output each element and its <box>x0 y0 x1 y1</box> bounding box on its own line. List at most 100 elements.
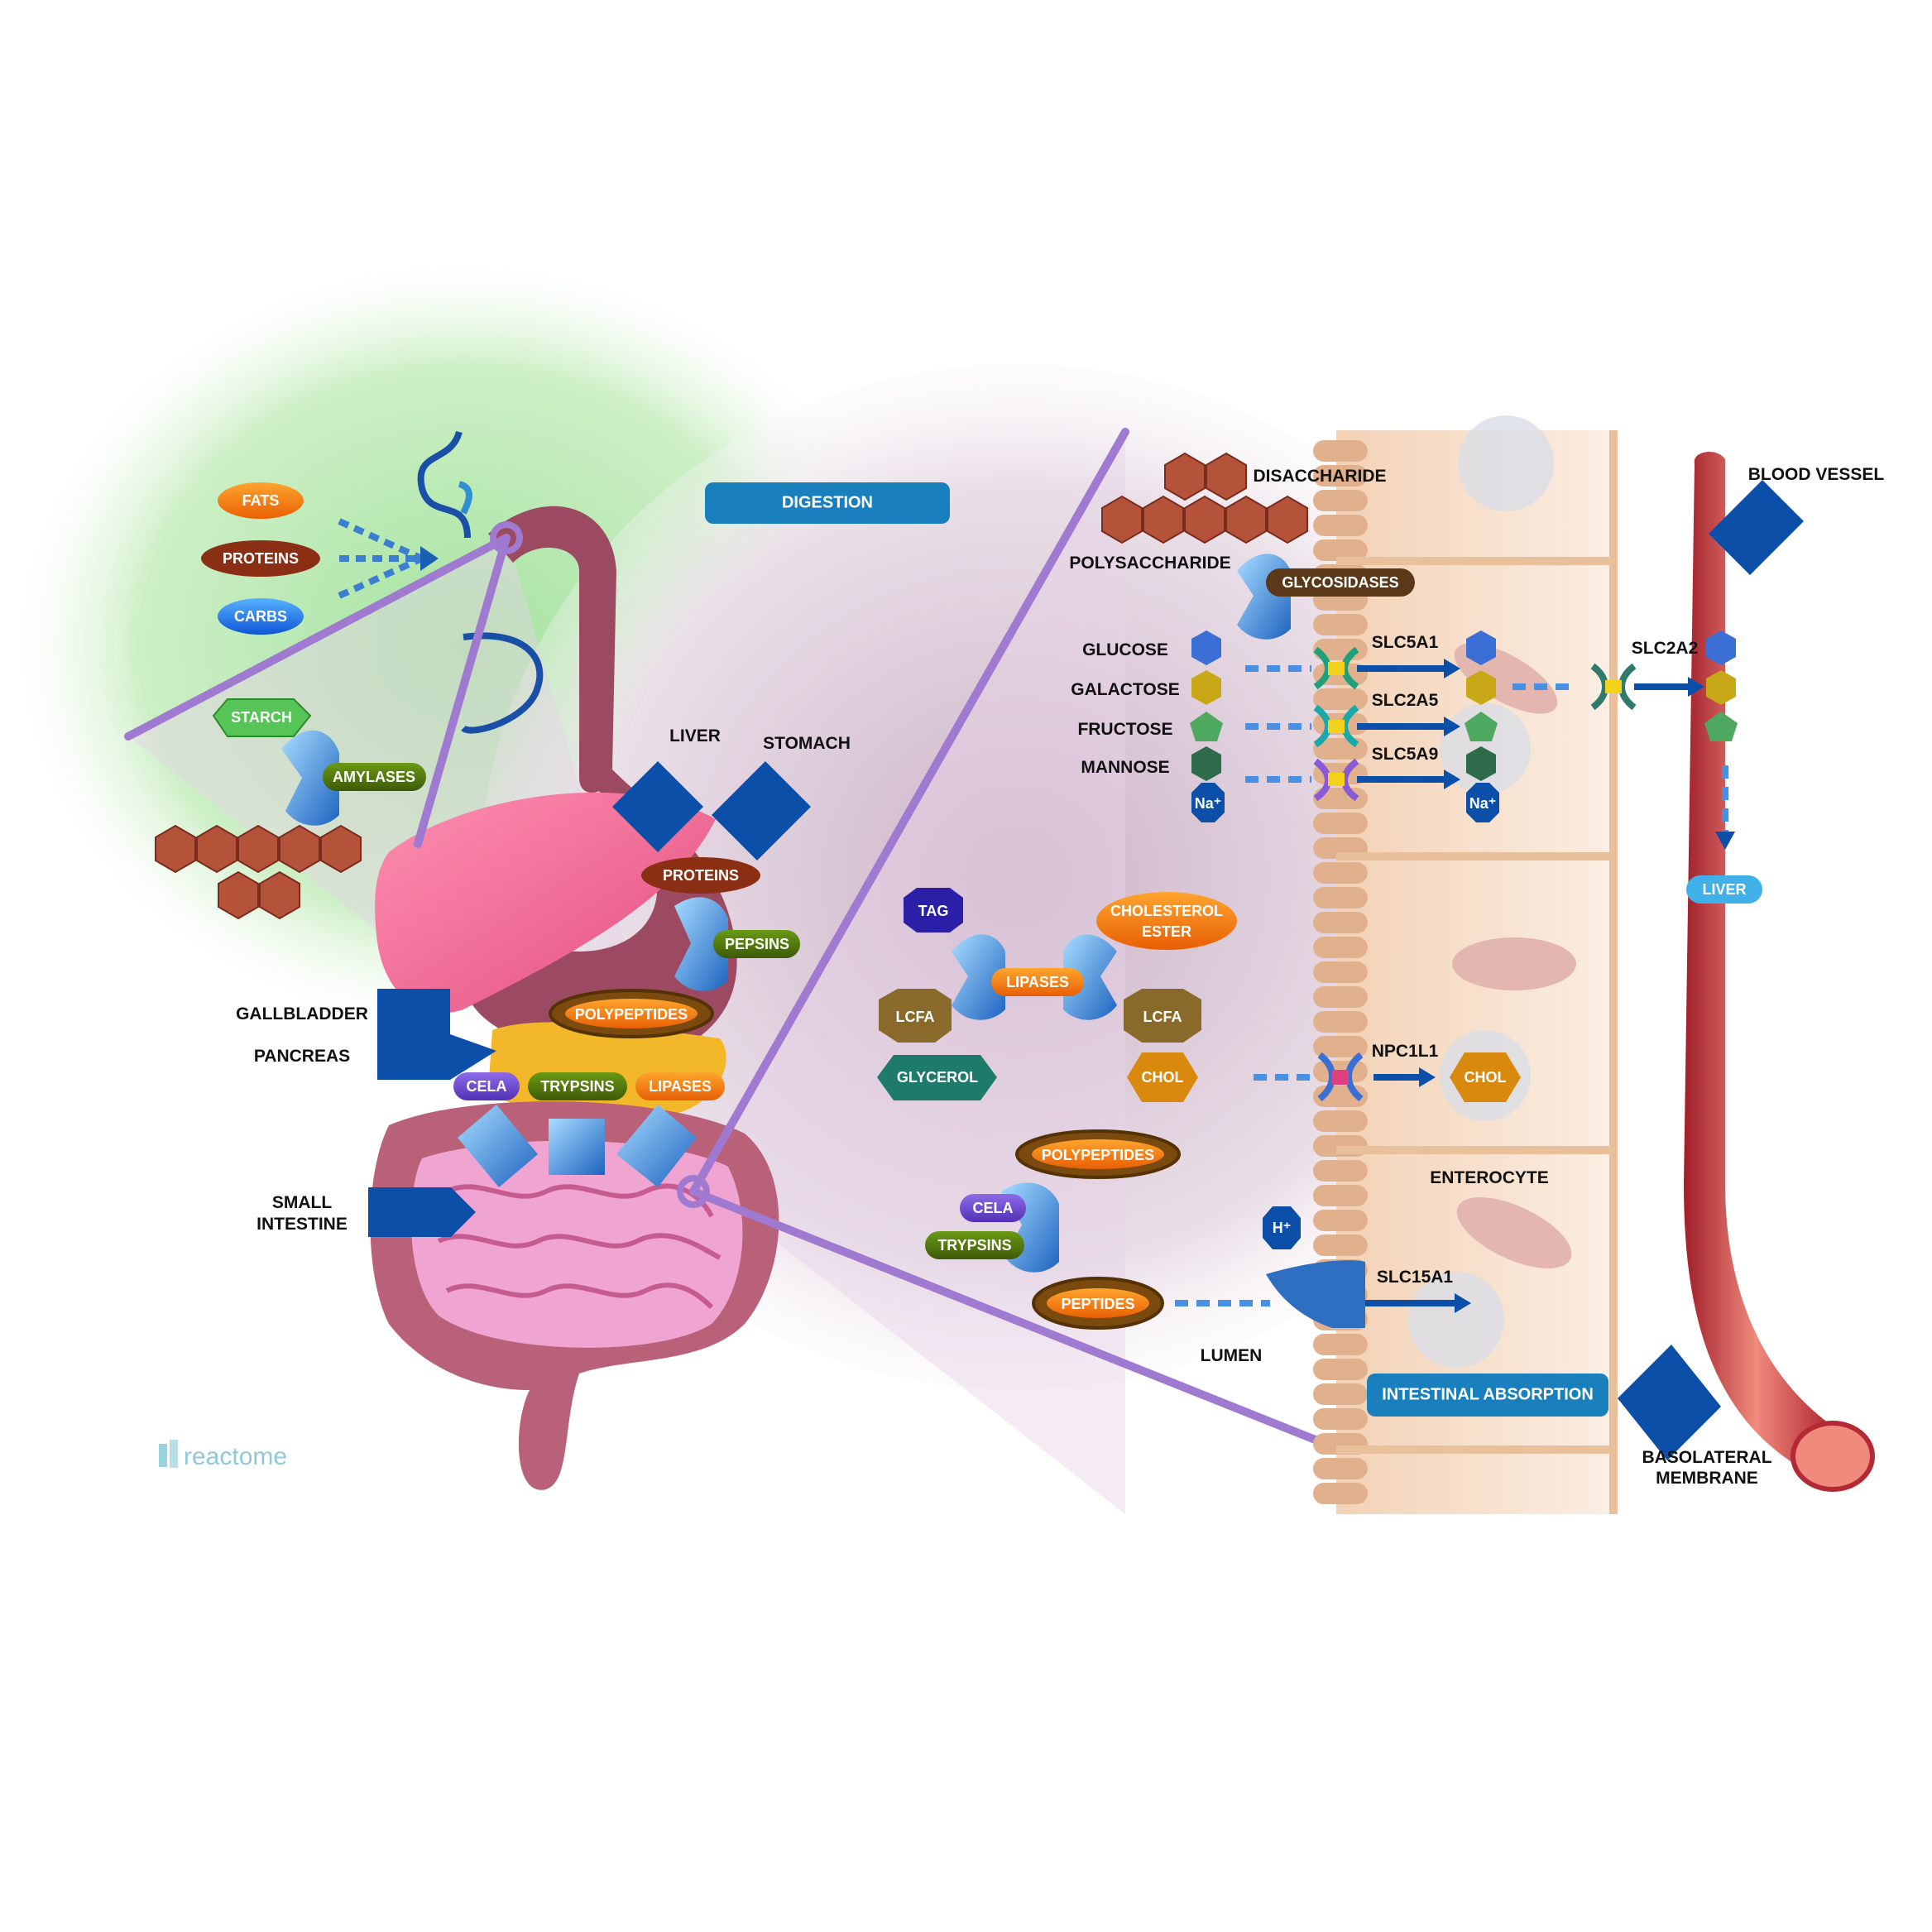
microvilli <box>1313 440 1368 1504</box>
disaccharide-hexagons <box>1164 452 1247 501</box>
glycosidases-pill <box>1266 568 1415 597</box>
cell-transport-arrows <box>1357 665 1688 1306</box>
sugars-cell: Na⁺ <box>1465 630 1499 822</box>
cell-boundaries <box>1336 430 1618 1514</box>
pepsins-pill <box>713 930 800 958</box>
trypsins-pill-left <box>528 1072 627 1100</box>
galactose-label: GALACTOSE <box>1071 680 1179 699</box>
blood-vessel-lumen <box>1791 1421 1875 1492</box>
polysaccharide-hexagons <box>1101 495 1308 544</box>
amylases-enzyme <box>281 730 339 826</box>
polypeptides-lumen-label: POLYPEPTIDES <box>1042 1147 1154 1163</box>
digestion-title-pill <box>705 482 950 524</box>
small-intestine-callout-arrow <box>368 1187 476 1237</box>
polypeptides-stomach-label: POLYPEPTIDES <box>575 1006 688 1023</box>
npc1l1-label: NPC1L1 <box>1372 1042 1439 1061</box>
na-ion-lumen <box>1191 783 1225 822</box>
gallbladder-label: GALLBLADDER <box>236 1004 368 1024</box>
slc15a1-transporter <box>1266 1260 1365 1328</box>
enterocyte-label: ENTEROCYTE <box>1430 1168 1549 1187</box>
tag-label: TAG <box>918 903 949 919</box>
chol-molecule-cell <box>1450 1052 1521 1102</box>
proteins-stomach-label: PROTEINS <box>663 867 739 884</box>
mitochondrion-2 <box>1456 1197 1572 1268</box>
reactome-logo-icon <box>159 1440 178 1468</box>
lipases-label-lumen: LIPASES <box>1006 974 1069 990</box>
nucleus-1 <box>1458 415 1554 511</box>
cela-pill-lumen <box>960 1194 1026 1222</box>
blue-vessel-loop <box>461 632 544 734</box>
lipases-enzyme-tag <box>952 934 1005 1020</box>
glucose-hexagon-blood <box>1706 630 1736 665</box>
lcfa-label-left: LCFA <box>896 1009 935 1025</box>
mitochondrion-1 <box>1452 937 1576 990</box>
amylases-pill <box>323 763 426 791</box>
trypsins-enzyme-left <box>549 1119 605 1175</box>
small-intestine-label-2: INTESTINE <box>256 1215 348 1234</box>
trypsins-label-lumen: TRYPSINS <box>937 1237 1011 1254</box>
carbs-blob <box>218 598 304 635</box>
proteins-label: PROTEINS <box>223 550 299 567</box>
digestion-title: DIGESTION <box>782 493 873 511</box>
lipases-pill-left <box>635 1072 725 1100</box>
fructose-pentagon-cell <box>1465 712 1498 741</box>
starch-molecule <box>212 698 312 737</box>
diet-intake-arrows <box>338 518 424 599</box>
na-ion-lumen-label: Na⁺ <box>1195 795 1222 812</box>
slc2a2-label: SLC2A2 <box>1632 639 1699 658</box>
lcfa-label-right: LCFA <box>1143 1009 1182 1025</box>
liver-organ-label: LIVER <box>669 726 721 745</box>
slc5a1-label: SLC5A1 <box>1372 633 1439 652</box>
glucose-hexagon <box>1191 630 1221 665</box>
npc1l1-transporter <box>1317 1052 1364 1102</box>
pepsins-enzyme <box>674 897 728 991</box>
galactose-hexagon-blood <box>1706 670 1736 705</box>
slc2a2-transporter <box>1590 663 1637 711</box>
mannose-label: MANNOSE <box>1081 758 1169 777</box>
polypeptides-lumen-inner <box>1032 1139 1164 1169</box>
cela-enzyme-left <box>458 1105 538 1187</box>
sugars-blood <box>1704 630 1738 741</box>
reactome-brand: reactome <box>184 1443 287 1470</box>
slc5a9-transporter <box>1313 758 1359 802</box>
polypeptides-stomach-inner <box>565 999 698 1028</box>
lipases-label-left: LIPASES <box>649 1078 712 1095</box>
cela-label-left: CELA <box>467 1078 507 1095</box>
intestinal-absorption-pill <box>1367 1373 1608 1417</box>
mannose-hexagon-cell <box>1466 746 1496 781</box>
stomach-callout-arrow <box>712 761 811 861</box>
glucose-label: GLUCOSE <box>1082 640 1168 659</box>
basolateral-label-1: BASOLATERAL <box>1642 1448 1771 1467</box>
blood-vessel-label: BLOOD VESSEL <box>1748 465 1885 484</box>
fructose-label: FRUCTOSE <box>1077 720 1172 739</box>
peptides-inner <box>1047 1288 1149 1318</box>
lcfa-molecule-left <box>879 989 952 1043</box>
na-ion-cell <box>1466 783 1499 822</box>
cela-label-lumen: CELA <box>973 1200 1014 1216</box>
sugars-lumen: Na⁺ <box>1190 630 1225 822</box>
pepsins-label: PEPSINS <box>725 936 789 952</box>
transporters <box>1266 646 1637 1328</box>
glucose-hexagon-cell <box>1466 630 1496 665</box>
disaccharide-label: DISACCHARIDE <box>1253 467 1386 486</box>
cholesterol-ester-molecule <box>1096 892 1237 950</box>
blood-vessel <box>1684 451 1829 1465</box>
small-intestine-label-1: SMALL <box>272 1193 332 1212</box>
glycerol-label: GLYCEROL <box>897 1069 978 1086</box>
h-ion <box>1263 1206 1301 1249</box>
gallbladder-callout-arrow <box>377 989 450 1080</box>
starch-label: STARCH <box>231 709 292 726</box>
esophagus-tube <box>488 506 616 793</box>
cholesterol-ester-label-1: CHOLESTEROL <box>1110 903 1223 919</box>
arrowheads <box>1419 659 1735 1313</box>
glycerol-molecule <box>877 1055 997 1100</box>
cholesterol-ester-label-2: ESTER <box>1142 923 1191 940</box>
zoom-origin-bottom <box>677 1175 710 1208</box>
fats-blob <box>218 482 304 519</box>
esophagus-squiggle <box>417 430 471 539</box>
galactose-hexagon-cell <box>1466 670 1496 705</box>
starch-hexagon-chain <box>155 824 362 920</box>
peptides-label: PEPTIDES <box>1061 1296 1134 1312</box>
fructose-pentagon <box>1190 712 1223 741</box>
